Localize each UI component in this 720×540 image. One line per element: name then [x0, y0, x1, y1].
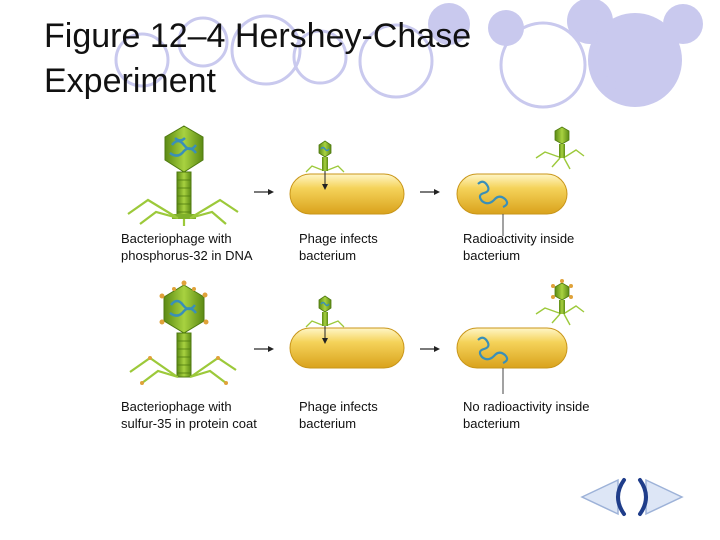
arrow-1b — [420, 189, 440, 195]
caption-p32-result: Radioactivity inside bacterium — [463, 231, 575, 263]
arrow-2a — [254, 346, 274, 352]
arrow-2b — [420, 346, 440, 352]
caption-s35-phage: Bacteriophage with sulfur-35 in protein … — [121, 399, 257, 431]
phage-s35-infecting — [305, 295, 345, 344]
caption-s35-result: No radioactivity inside bacterium — [463, 399, 590, 431]
title-line-1: Figure 12–4 Hershey-Chase — [44, 17, 472, 55]
decorative-circles — [114, 0, 703, 109]
caption-p32-infects: Phage infects bacterium — [299, 231, 378, 263]
arrow-1a — [254, 189, 274, 195]
caption-p32-phage: Bacteriophage with phosphorus-32 in DNA — [121, 231, 253, 263]
page-title: Figure 12–4 Hershey-Chase Experiment — [44, 14, 564, 104]
bacterium-1c — [456, 173, 568, 236]
chevron-right-icon[interactable] — [634, 474, 686, 520]
bacterium-2b — [289, 327, 405, 369]
phage-s35-large — [129, 280, 237, 385]
phage-p32-large — [127, 125, 239, 226]
title-line-2: Experiment — [44, 62, 216, 100]
caption-s35-infects: Phage infects bacterium — [299, 399, 378, 431]
phage-empty-1c — [535, 126, 585, 170]
bacterium-2c — [456, 327, 568, 394]
phage-empty-2c — [535, 279, 585, 326]
chevron-left-icon[interactable] — [578, 474, 630, 520]
bacterium-1b — [289, 173, 405, 215]
phage-p32-infecting — [305, 140, 345, 190]
